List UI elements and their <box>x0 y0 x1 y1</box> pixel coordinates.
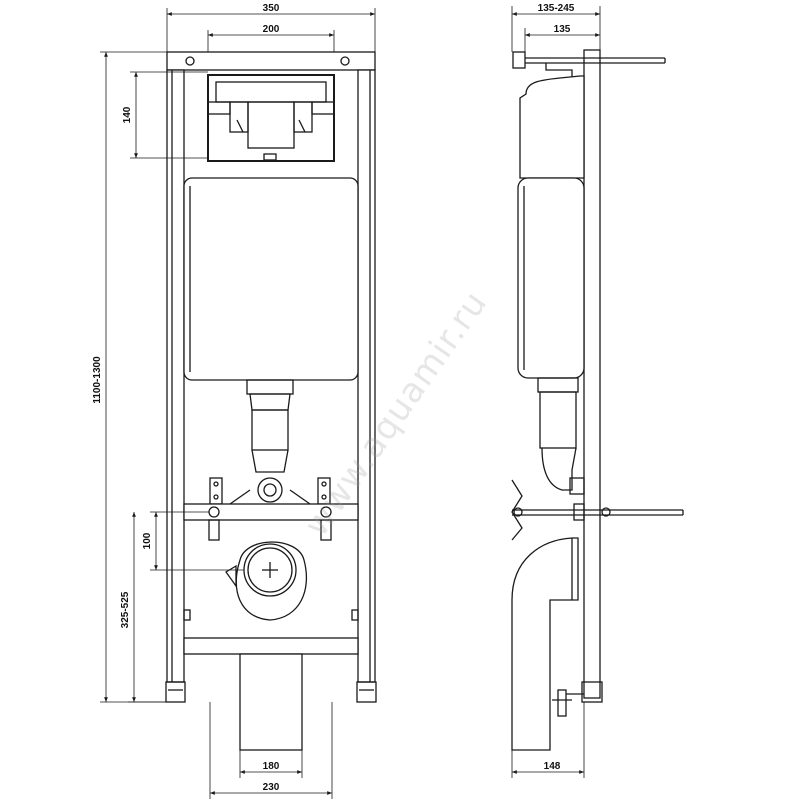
support-bracket-left <box>209 477 223 505</box>
dim-front-panel-height: 140 <box>122 106 133 123</box>
cross-rail-lower <box>183 637 359 655</box>
dim-side-bottom-depth: 148 <box>544 761 561 772</box>
drain-pipe <box>239 653 303 751</box>
side-post <box>583 49 601 699</box>
dim-front-top-spacing: 200 <box>263 24 280 35</box>
dim-front-width: 350 <box>263 3 280 14</box>
dim-front-outlet-height: 325-525 <box>120 591 131 628</box>
dim-front-pipe-width: 180 <box>263 761 280 772</box>
drain-bowl <box>225 541 308 621</box>
side-drain-elbow <box>511 537 579 751</box>
mount-hole-right <box>340 56 350 66</box>
side-dimensions <box>511 6 601 778</box>
left-foot <box>165 681 186 703</box>
dim-front-outlet-offset: 100 <box>142 532 153 549</box>
side-view <box>511 49 684 751</box>
bolt-right <box>320 506 332 518</box>
mount-hole-left <box>185 56 195 66</box>
side-cistern <box>519 75 585 179</box>
right-post <box>357 69 376 683</box>
dim-side-depth-range: 135-245 <box>538 3 575 14</box>
cistern-tank <box>183 177 359 381</box>
front-view <box>165 51 377 751</box>
front-dimensions <box>100 8 376 799</box>
dim-front-base-width: 230 <box>263 782 280 793</box>
left-post <box>166 69 185 683</box>
dim-side-depth: 135 <box>554 24 571 35</box>
flush-panel-frame <box>207 74 335 162</box>
wall-anchor-top <box>512 51 526 69</box>
front-top-rail <box>166 51 376 71</box>
dim-front-total-height: 1100-1300 <box>92 356 103 404</box>
right-foot <box>356 681 377 703</box>
flush-pipe <box>246 379 294 503</box>
